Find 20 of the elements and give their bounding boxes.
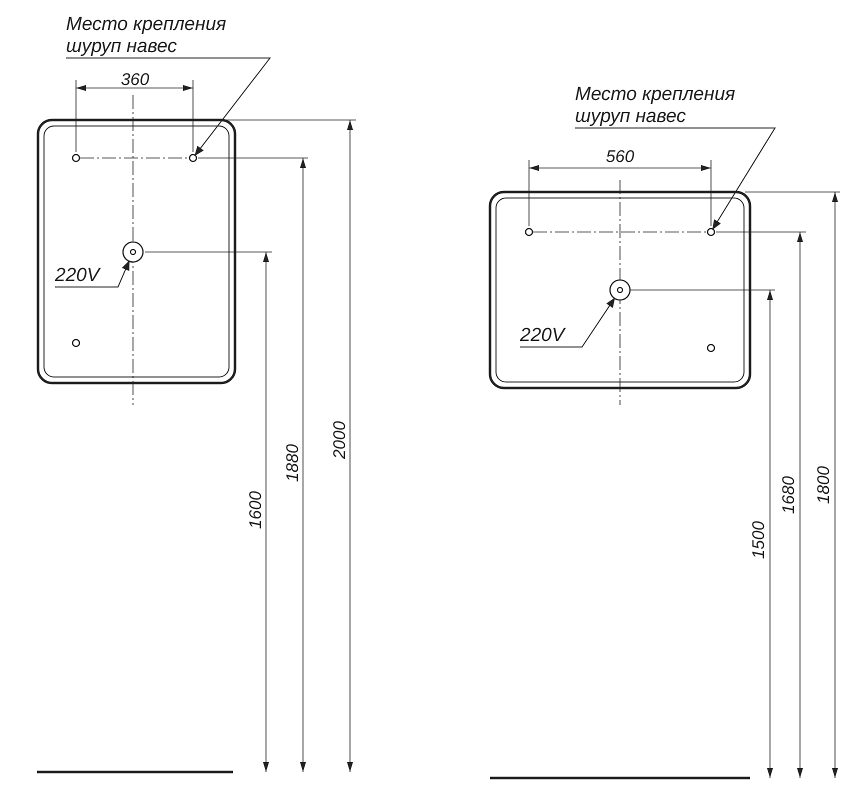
- dimension-value: 2000: [331, 421, 349, 459]
- callout-text: 220V: [520, 325, 582, 347]
- mounting-hole: [706, 228, 716, 236]
- leader-line: [66, 58, 272, 156]
- callout-text: Место крепления шуруп навес: [66, 14, 241, 58]
- callout-text: 220V: [55, 265, 117, 287]
- leader-line: [574, 128, 776, 230]
- dimension-value: 1680: [780, 476, 798, 514]
- socket-outlet: [122, 241, 144, 263]
- mounting-hole: [188, 154, 198, 162]
- leader-line: [520, 297, 616, 348]
- dimension-value: 560: [606, 148, 634, 166]
- dimension-value: 1800: [815, 466, 833, 504]
- dimension-value: 1500: [750, 521, 768, 559]
- socket-outlet: [609, 279, 631, 301]
- dimension-value: 1880: [284, 444, 302, 482]
- leader-line: [54, 260, 130, 288]
- dimension-value: 1600: [247, 491, 265, 529]
- dimension-value: 360: [120, 71, 150, 89]
- callout-text: Место крепления шуруп навес: [575, 84, 750, 128]
